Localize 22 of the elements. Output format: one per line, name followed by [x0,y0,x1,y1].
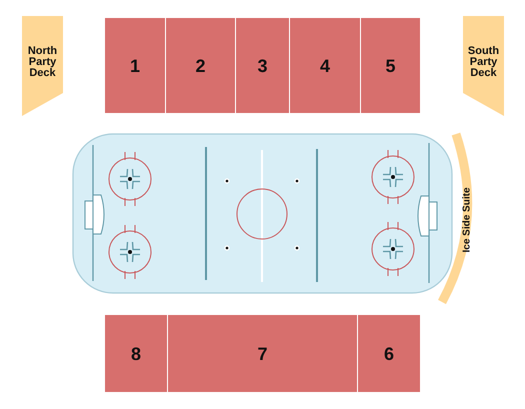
seating-section [358,315,420,392]
seating-section [166,18,235,113]
party-deck-section [463,16,504,116]
seating-section [361,18,420,113]
section-number: 3 [257,56,268,76]
section-number: 4 [320,56,330,76]
seating-section [236,18,289,113]
section-number: 7 [257,344,268,364]
seating-section [105,315,167,392]
section-number: 1 [130,56,140,76]
section-number: 6 [384,344,394,364]
section-number: 2 [195,56,206,76]
section-label: South Party Deck [466,46,500,79]
section-number: 5 [385,56,396,76]
party-deck-section [22,16,63,116]
seating-section [105,18,165,113]
curved-seating-section [436,130,474,307]
section-label: Ice Side Suite [462,187,472,253]
seating-section [168,315,357,392]
section-number: 8 [130,344,141,364]
section-label: North Party Deck [26,46,58,79]
seating-section [290,18,360,113]
